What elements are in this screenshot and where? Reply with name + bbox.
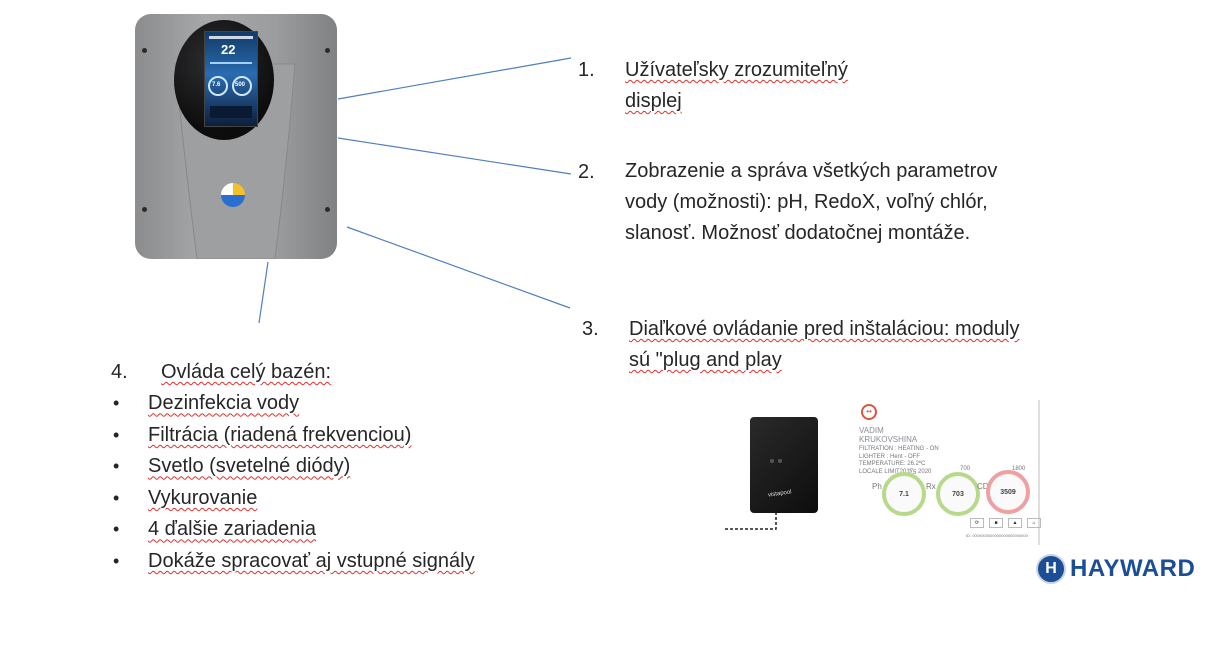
screw-icon bbox=[325, 48, 330, 53]
gauge-ph-label: Ph bbox=[872, 482, 882, 491]
hayward-h-icon: H bbox=[1036, 554, 1066, 584]
app-action-button[interactable]: ⟳ bbox=[970, 518, 984, 528]
bullet-icon: • bbox=[113, 456, 120, 477]
screw-icon bbox=[325, 207, 330, 212]
display-left-value: 7.6 bbox=[212, 82, 221, 88]
screw-icon bbox=[142, 207, 147, 212]
app-action-button[interactable]: ⌂ bbox=[1027, 518, 1041, 528]
gauge-rx-label: Rx bbox=[926, 482, 936, 491]
app-action-button[interactable]: ■ bbox=[989, 518, 1003, 528]
hayward-logo: H HAYWARD bbox=[1036, 554, 1195, 584]
list-item: •Svetlo (svetelné diódy) bbox=[113, 455, 351, 478]
gauge-rx: 703 bbox=[936, 472, 980, 516]
list-item: •4 ďalšie zariadenia bbox=[113, 518, 316, 541]
controller-device-image: 22 7.6 500 bbox=[135, 14, 337, 259]
connector-line-1 bbox=[337, 57, 572, 100]
remote-module-brand: vistapool bbox=[767, 489, 792, 499]
item-2-text: Zobrazenie a správa všetkých parametrov … bbox=[625, 160, 998, 244]
connector-line-2 bbox=[337, 137, 572, 175]
hayward-logo-text: HAYWARD bbox=[1070, 555, 1196, 582]
item-2-number: 2. bbox=[578, 161, 595, 183]
gauge-ph: 7.1 bbox=[882, 472, 926, 516]
smiley-icon: •​• bbox=[861, 404, 877, 420]
display-main-value: 22 bbox=[221, 42, 236, 57]
app-user-name: VADIM KRUKOVSHINA bbox=[859, 426, 918, 444]
list-item: •Dezinfekcia vody bbox=[113, 392, 300, 415]
app-screenshot: •​• VADIM KRUKOVSHINA FILTRATION : HEATI… bbox=[846, 400, 1041, 545]
item-4-number: 4. bbox=[111, 361, 128, 383]
device-display: 22 7.6 500 bbox=[204, 31, 258, 127]
remote-module-image: vistapool bbox=[750, 417, 818, 513]
gauge-cd: 3509 bbox=[986, 470, 1030, 514]
screw-icon bbox=[142, 48, 147, 53]
app-info-list: FILTRATION : HEATING - ON LIGHTER : Hent… bbox=[859, 446, 939, 475]
connector-line-4 bbox=[258, 261, 269, 324]
bullet-icon: • bbox=[113, 393, 120, 414]
list-item: •Filtrácia (riadená frekvenciou) bbox=[113, 423, 412, 446]
device-logo-icon bbox=[221, 183, 245, 207]
bullet-list: •Dezinfekcia vody •Filtrácia (riadená fr… bbox=[111, 388, 475, 577]
app-footer-id: ID: 0000000000000000000000000 bbox=[966, 533, 1028, 538]
list-item: •Vykurovanie bbox=[113, 486, 258, 509]
bullet-icon: • bbox=[113, 424, 120, 445]
item-4-title: Ovláda celý bazén: bbox=[161, 361, 332, 383]
bullet-icon: • bbox=[113, 519, 120, 540]
connector-line-3 bbox=[346, 226, 571, 309]
app-action-button[interactable]: ▲ bbox=[1008, 518, 1022, 528]
item-3-number: 3. bbox=[582, 318, 599, 340]
item-3-text: Diaľkové ovládanie pred inštaláciou: mod… bbox=[629, 318, 1020, 371]
bullet-icon: • bbox=[113, 550, 120, 571]
cable-dashed-line bbox=[724, 507, 777, 530]
item-1-number: 1. bbox=[578, 59, 595, 81]
app-button-row: ⟳ ■ ▲ ⌂ bbox=[970, 518, 1041, 528]
list-item: •Dokáže spracovať aj vstupné signály bbox=[113, 549, 475, 572]
gauge-cd-label: CD bbox=[977, 482, 989, 491]
display-right-value: 500 bbox=[235, 82, 246, 88]
item-1-text: Užívateľsky zrozumiteľný displej bbox=[625, 59, 848, 112]
bullet-icon: • bbox=[113, 487, 120, 508]
